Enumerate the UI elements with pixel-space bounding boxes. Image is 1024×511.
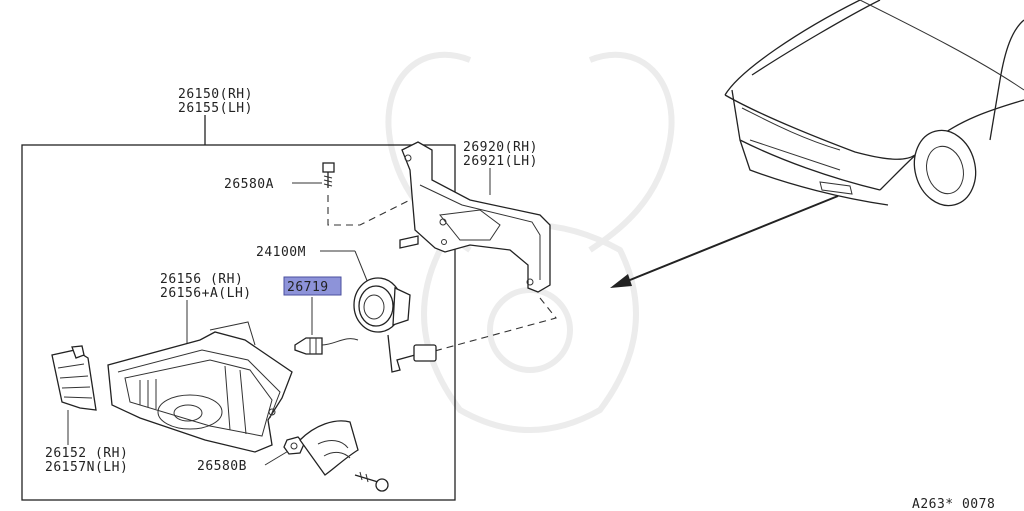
bracket-part [399,141,551,293]
label-bulb: 26719 [287,280,329,295]
label-cover-rh: 26152 (RH) [45,446,128,461]
side-cover-part [51,345,97,411]
car-illustration [724,0,1024,207]
assembly-frame [21,144,456,501]
socket-part [353,277,437,373]
location-arrow [610,195,839,288]
label-lens-housing-rh: 26156 (RH) [160,272,243,287]
screw-bottom-part [354,471,389,492]
label-bracket-lh: 26921(LH) [463,154,538,169]
screw-bottom-leader [264,449,291,466]
lamp-housing-part [107,321,293,453]
label-bracket-rh: 26920(RH) [463,140,538,155]
label-screw-bottom: 26580B [197,459,247,474]
screw-top-part [322,162,335,188]
label-socket: 24100M [256,245,306,260]
label-assembly-rh: 26150(RH) [178,87,253,102]
bracket-dashline [419,297,557,356]
label-cover-lh: 26157N(LH) [45,460,128,475]
label-lens-housing-lh: 26156+A(LH) [160,286,252,301]
bulb-part [294,337,359,355]
screw-top-dashline [327,195,411,226]
diagram-code: A263* 0078 [912,497,995,511]
bulb-label-highlight [283,276,342,296]
label-screw-top: 26580A [224,177,274,192]
label-assembly-lh: 26155(LH) [178,101,253,116]
nut-part [283,436,305,455]
bottom-cap-part [299,420,359,476]
